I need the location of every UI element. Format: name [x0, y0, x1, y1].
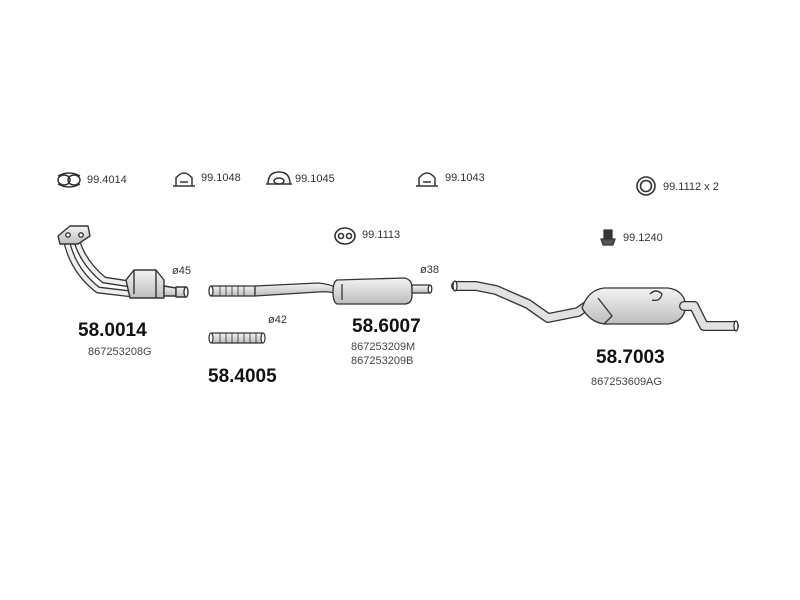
accessory-label-u-clamp: 99.1048 — [201, 172, 241, 184]
oe-reference-p3-b: 867253209B — [351, 355, 414, 367]
rear-pipe-rear-silencer — [451, 280, 739, 332]
diameter-label-p1: ø45 — [172, 265, 191, 277]
accessory-label-clamp-ring: 99.1045 — [295, 173, 335, 185]
accessory-label-hanger-bracket: 99.1240 — [623, 232, 663, 244]
centre-pipe-middle-silencer — [208, 277, 433, 305]
u-clamp-icon — [173, 172, 195, 187]
rubber-mount-icon — [334, 227, 356, 245]
oe-reference-p3-a: 867253209M — [351, 341, 416, 353]
accessory-label-rubber-ring: 99.1112 x 2 — [663, 181, 719, 193]
diameter-label-p3: ø38 — [420, 264, 439, 276]
oe-reference-p1: 867253208G — [88, 346, 152, 358]
accessory-label-double-ring-gasket: 99.4014 — [87, 174, 127, 186]
rubber-ring-icon — [636, 176, 656, 196]
front-pipe-catalytic-converter — [57, 225, 189, 299]
part-number-p4: 58.7003 — [596, 347, 665, 368]
oe-reference-p4: 867253609AG — [591, 376, 662, 388]
hanger-bracket-icon — [600, 229, 616, 246]
flexible-connector-pipe — [208, 332, 266, 344]
accessory-label-rubber-mount: 99.1113 — [362, 229, 401, 241]
part-number-p1: 58.0014 — [78, 320, 147, 341]
clamp-ring-icon — [266, 171, 292, 185]
part-number-p3: 58.6007 — [352, 316, 421, 337]
u-clamp-icon-2 — [416, 172, 438, 187]
part-number-p2: 58.4005 — [208, 366, 277, 387]
diameter-label-p2: ø42 — [268, 314, 287, 326]
accessory-label-u-clamp-2: 99.1043 — [445, 172, 485, 184]
double-ring-gasket-icon — [57, 172, 81, 188]
